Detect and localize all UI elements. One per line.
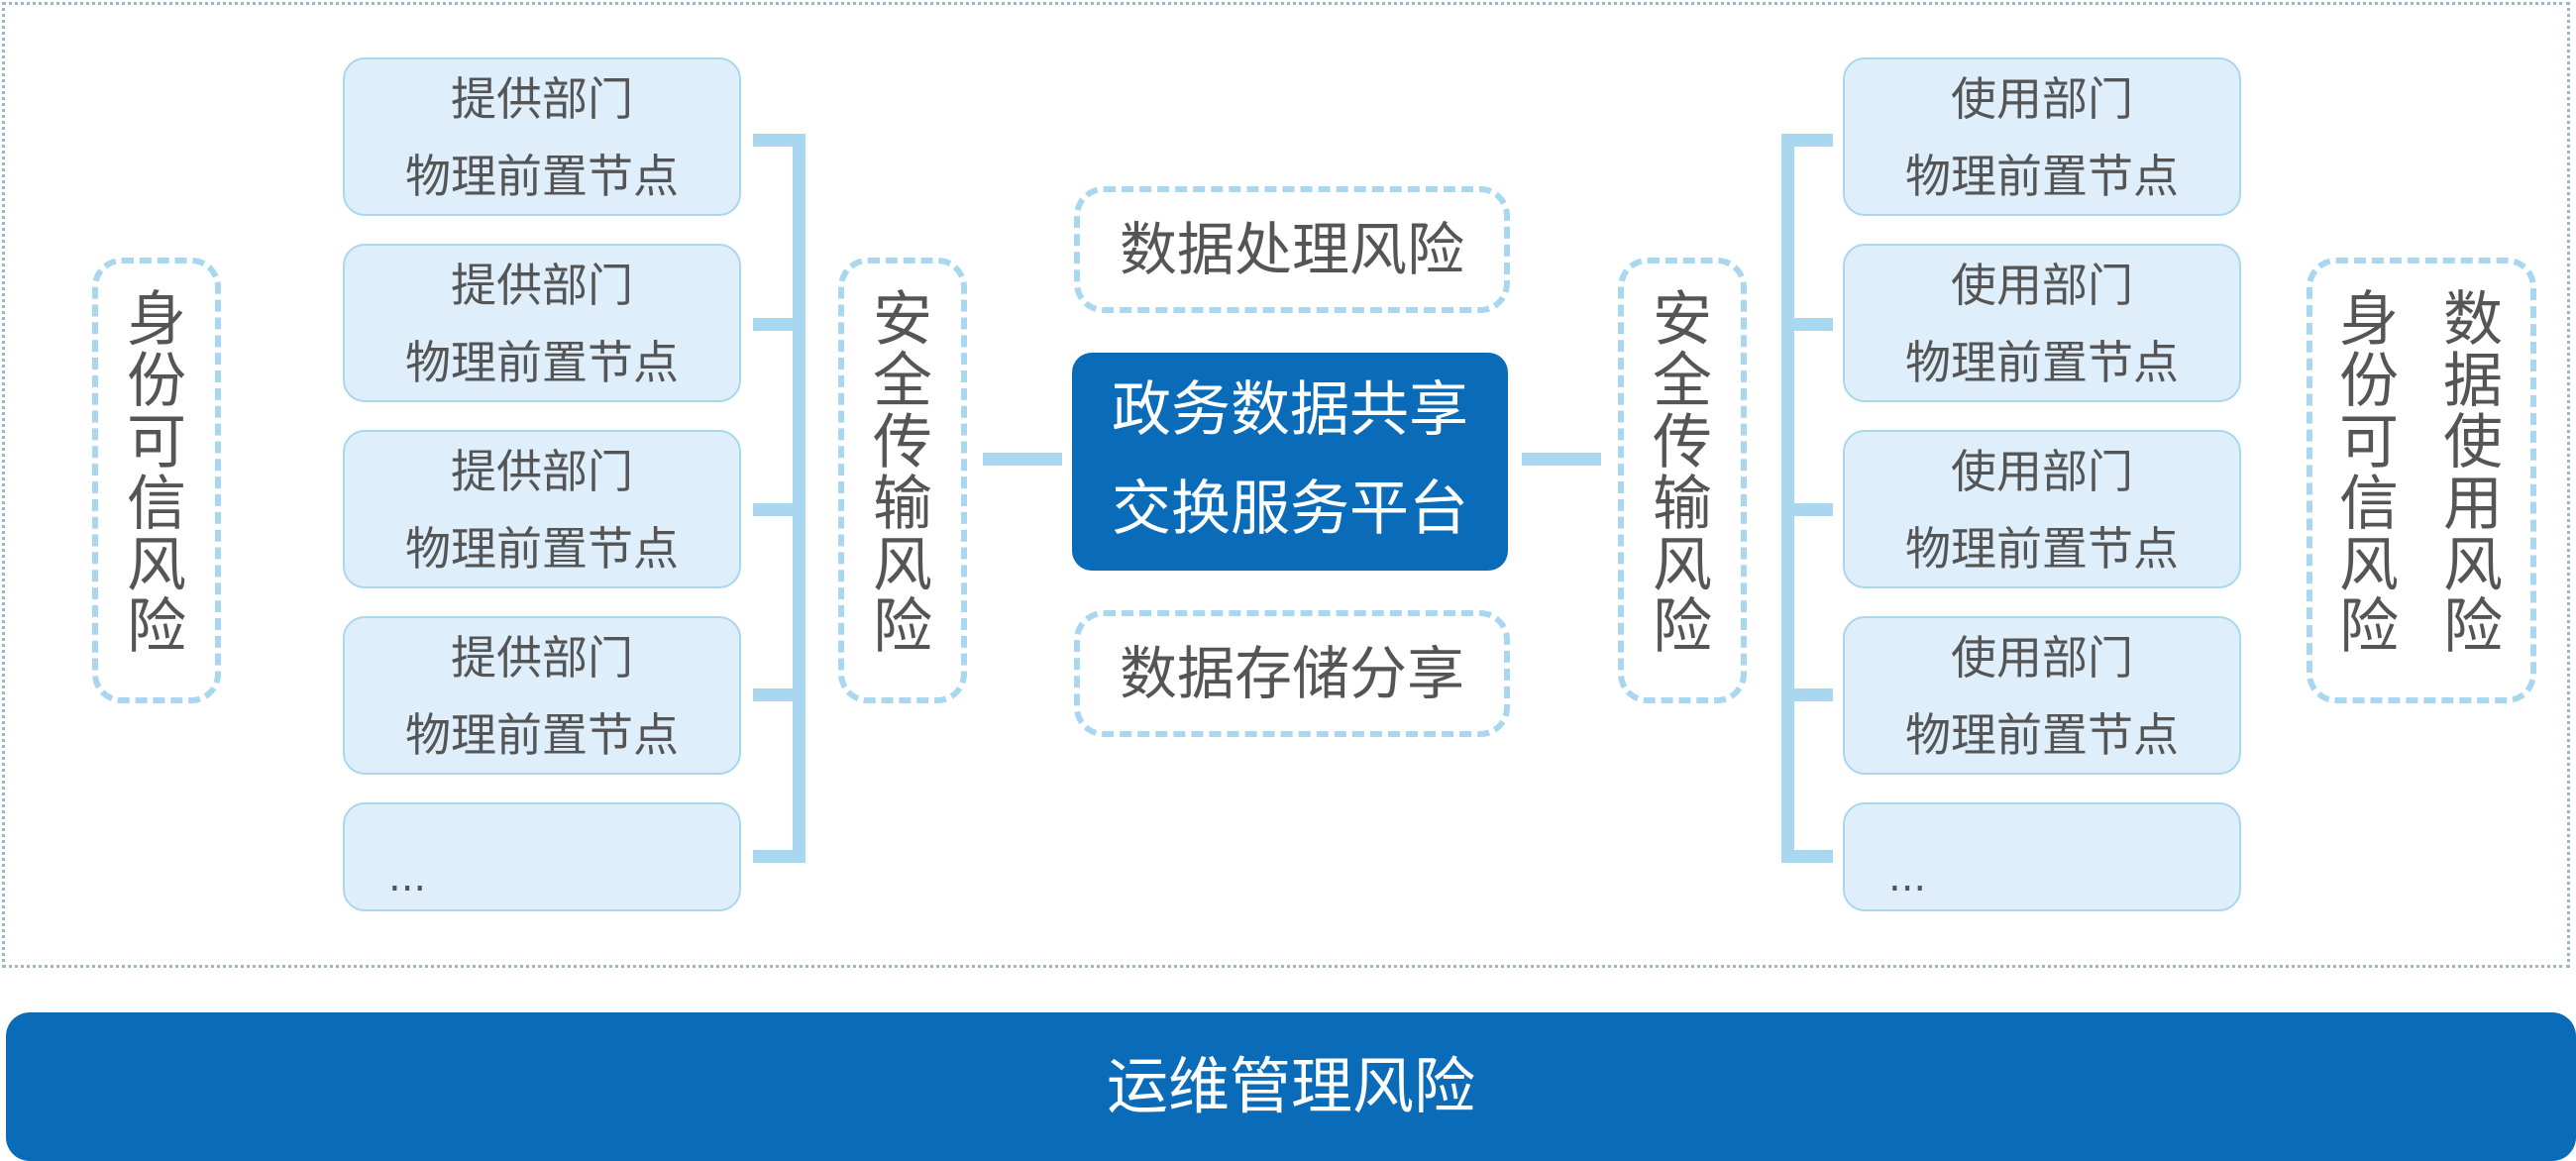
user-node-1: 使用部门 物理前置节点 (1843, 57, 2241, 216)
data-processing-risk-box: 数据处理风险 (1074, 186, 1510, 313)
right-transport-risk-box (1618, 258, 1747, 703)
user-node-ellipsis: ... (1888, 855, 1927, 900)
user-node-2: 使用部门 物理前置节点 (1843, 244, 2241, 402)
left-identity-risk-box (92, 258, 221, 703)
user-node-subtitle: 物理前置节点 (1905, 150, 2179, 203)
user-node-title: 使用部门 (1951, 72, 2133, 126)
platform-title-line2: 交换服务平台 (1112, 475, 1468, 544)
data-storage-risk-box: 数据存储分享 (1074, 610, 1510, 737)
data-storage-risk-label: 数据存储分享 (1119, 640, 1464, 707)
provider-node-subtitle: 物理前置节点 (405, 708, 679, 762)
user-node-title: 使用部门 (1951, 445, 2133, 498)
provider-node-subtitle: 物理前置节点 (405, 522, 679, 576)
provider-node-ellipsis: ... (388, 855, 427, 900)
user-node-subtitle: 物理前置节点 (1905, 522, 2179, 576)
provider-node-1: 提供部门 物理前置节点 (343, 57, 741, 216)
ops-management-risk-bar: 运维管理风险 (6, 1012, 2576, 1161)
provider-node-subtitle: 物理前置节点 (405, 150, 679, 203)
left-transport-risk-box (838, 258, 967, 703)
right-connector-spine (1781, 134, 1794, 862)
left-connector-tick (753, 688, 805, 701)
user-node-title: 使用部门 (1951, 259, 2133, 312)
right-transport-risk-label: 安全传输风险 (1653, 285, 1712, 662)
outer-dotted-frame (2, 2, 2570, 968)
left-connector-spine (793, 134, 805, 862)
left-identity-risk-label: 身份可信风险 (127, 285, 186, 662)
provider-node-title: 提供部门 (451, 445, 633, 498)
user-node-3: 使用部门 物理前置节点 (1843, 430, 2241, 588)
left-connector-tick (753, 134, 805, 147)
left-connector-tick (753, 503, 805, 516)
provider-node-subtitle: 物理前置节点 (405, 336, 679, 389)
left-transport-risk-label: 安全传输风险 (873, 285, 932, 662)
user-node-more: ... (1843, 802, 2241, 911)
provider-node-more: ... (343, 802, 741, 911)
right-connector-tick (1781, 503, 1833, 516)
data-processing-risk-label: 数据处理风险 (1119, 216, 1464, 283)
provider-node-2: 提供部门 物理前置节点 (343, 244, 741, 402)
right-identity-risk-label: 身份可信风险 (2339, 285, 2399, 662)
user-node-subtitle: 物理前置节点 (1905, 336, 2179, 389)
right-data-use-risk-label: 数据使用风险 (2443, 285, 2503, 662)
right-connector-tick (1781, 688, 1833, 701)
provider-node-title: 提供部门 (451, 259, 633, 312)
left-connector-tick (753, 318, 805, 331)
platform-title-line1: 政务数据共享 (1112, 375, 1468, 445)
user-node-subtitle: 物理前置节点 (1905, 708, 2179, 762)
right-risk-box (2307, 258, 2536, 703)
left-connector-tick (753, 850, 805, 863)
right-platform-link (1522, 453, 1601, 466)
ops-management-risk-label: 运维管理风险 (1106, 1050, 1475, 1122)
platform-box: 政务数据共享 交换服务平台 (1072, 353, 1508, 571)
left-platform-link (983, 453, 1062, 466)
right-connector-tick (1781, 850, 1833, 863)
user-node-title: 使用部门 (1951, 631, 2133, 685)
provider-node-4: 提供部门 物理前置节点 (343, 616, 741, 775)
provider-node-title: 提供部门 (451, 72, 633, 126)
right-connector-tick (1781, 134, 1833, 147)
provider-node-3: 提供部门 物理前置节点 (343, 430, 741, 588)
user-node-4: 使用部门 物理前置节点 (1843, 616, 2241, 775)
provider-node-title: 提供部门 (451, 631, 633, 685)
right-connector-tick (1781, 318, 1833, 331)
